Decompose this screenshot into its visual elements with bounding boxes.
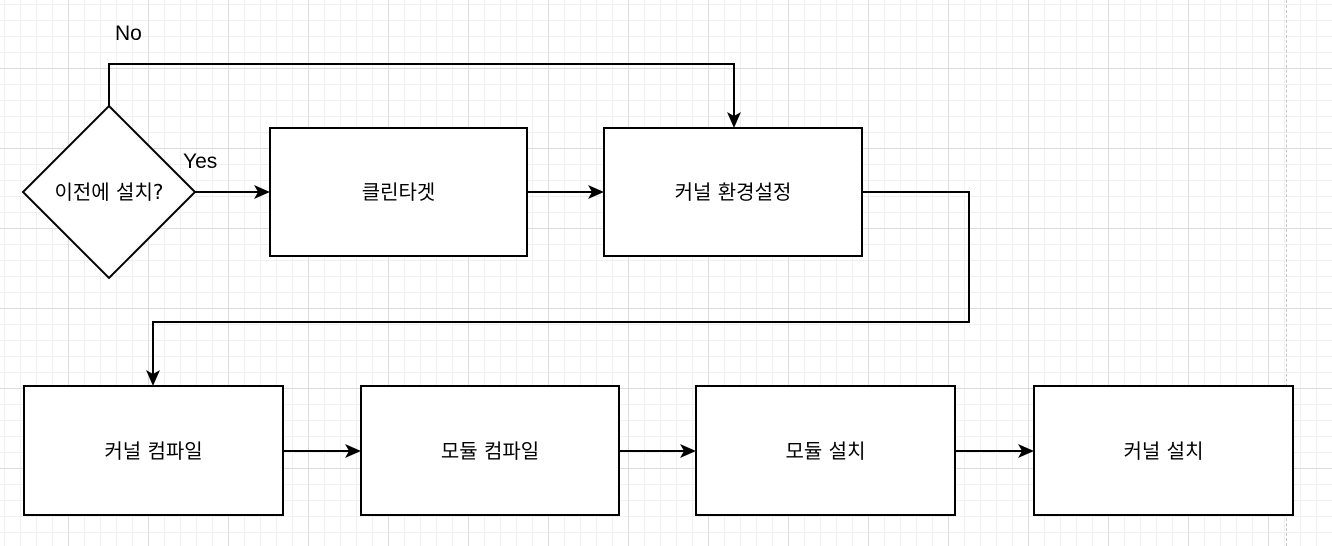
node-kernel-compile-label: 커널 컴파일 [104, 439, 202, 463]
arrowhead-mcompile-to-minstall [680, 444, 696, 458]
edge-label-no: No [115, 22, 142, 45]
node-kernel-config-box [603, 127, 863, 257]
edge-label-yes: Yes [183, 150, 217, 173]
node-module-compile[interactable]: 모듈 컴파일 [360, 385, 620, 516]
node-kernel-compile[interactable]: 커널 컴파일 [23, 385, 284, 516]
node-clean-target[interactable]: 클린타겟 [269, 127, 528, 257]
node-kernel-config[interactable]: 커널 환경설정 [603, 127, 863, 257]
node-module-compile-box [360, 385, 620, 516]
node-module-install-label: 모듈 설치 [786, 439, 866, 463]
node-kernel-install-label: 커널 설치 [1124, 439, 1204, 463]
node-clean-target-box [269, 127, 528, 257]
node-kernel-install[interactable]: 커널 설치 [1033, 385, 1294, 516]
node-module-install[interactable]: 모듈 설치 [695, 385, 956, 516]
node-module-compile-label: 모듈 컴파일 [441, 439, 539, 463]
arrowhead-config-to-compile [146, 370, 160, 386]
edge-config-to-compile[interactable] [152, 191, 970, 374]
arrowhead-yes [254, 185, 270, 199]
decision-label: 이전에 설치? [55, 180, 164, 204]
arrowhead-kcompile-to-mcompile [345, 444, 361, 458]
edges [108, 63, 1034, 458]
node-kernel-compile-box [23, 385, 284, 516]
decision-node[interactable]: 이전에 설치? [21, 104, 197, 280]
node-kernel-config-label: 커널 환경설정 [675, 180, 792, 204]
arrowhead-no [727, 112, 741, 128]
node-kernel-install-box [1033, 385, 1294, 516]
arrowhead-clean-to-config [588, 185, 604, 199]
decision-diamond [21, 104, 197, 280]
node-clean-target-label: 클린타겟 [362, 180, 436, 204]
node-module-install-box [695, 385, 956, 516]
edge-no[interactable] [108, 63, 735, 116]
page-boundary-line [1286, 0, 1287, 546]
arrowhead-minstall-to-kinstall [1018, 444, 1034, 458]
